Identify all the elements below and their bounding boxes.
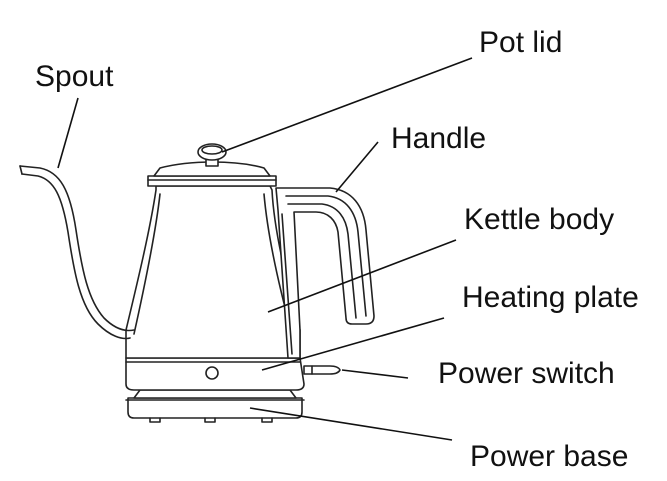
leader-handle: [335, 141, 379, 193]
power-base-shape: [125, 389, 305, 423]
kettle-illustration: [19, 143, 375, 423]
heating-plate-shape: [125, 357, 305, 391]
leader-pot-lid: [221, 57, 473, 153]
label-power-switch: Power switch: [438, 357, 615, 390]
handle-shape: [275, 187, 375, 359]
leader-kettle-body: [267, 239, 457, 313]
kettle-body-shape: [125, 185, 301, 359]
spout-shape: [19, 165, 135, 340]
leader-power-base: [249, 407, 453, 441]
pot-lid-shape: [147, 143, 277, 187]
label-kettle-body: Kettle body: [464, 203, 614, 236]
leader-lines: [57, 57, 473, 441]
label-spout: Spout: [35, 60, 114, 93]
power-switch-shape: [303, 365, 341, 375]
leader-heating-plate: [261, 317, 445, 371]
part-labels: Pot lid Spout Handle Kettle body Heating…: [35, 26, 639, 473]
power-button: [205, 366, 219, 380]
leader-power-switch: [341, 369, 409, 379]
label-heating-plate: Heating plate: [462, 281, 639, 314]
label-pot-lid: Pot lid: [479, 26, 562, 59]
leader-spout: [57, 97, 79, 169]
label-power-base: Power base: [470, 440, 628, 473]
label-handle: Handle: [391, 122, 486, 155]
